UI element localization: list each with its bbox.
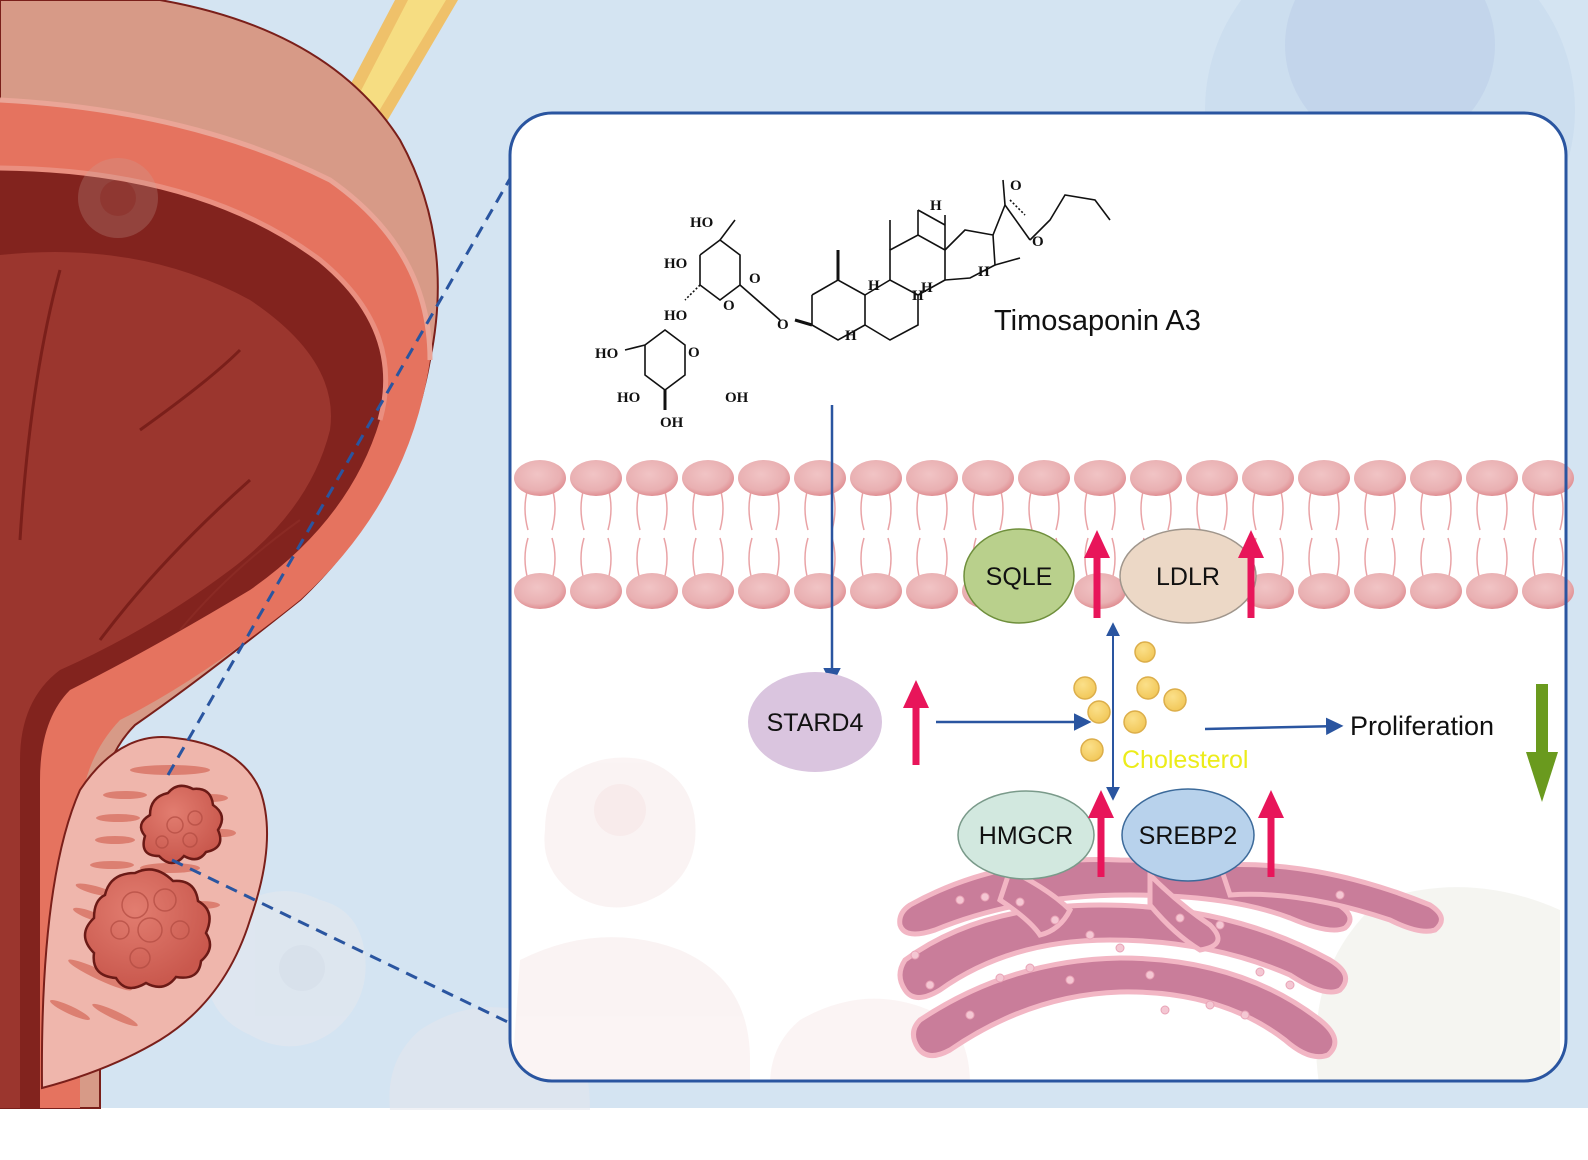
protein-label: SQLE bbox=[986, 563, 1053, 591]
hydrogen-label: H bbox=[921, 280, 933, 296]
oxygen-label: O bbox=[749, 271, 761, 287]
hydrogen-label: H bbox=[912, 288, 924, 304]
hydroxyl-label: OH bbox=[725, 390, 749, 406]
oxygen-label: O bbox=[1032, 234, 1044, 250]
phospholipid bbox=[1466, 460, 1518, 609]
hydroxyl-label: HO bbox=[690, 215, 713, 231]
structure-labels: HO HO HO O O HO O HO OH OH O O O H H H H… bbox=[595, 178, 1044, 431]
panel-border bbox=[508, 111, 1568, 1083]
upregulation-arrows bbox=[903, 530, 1284, 877]
protein-ldlr: LDLR bbox=[1119, 528, 1257, 624]
protein-label: SREBP2 bbox=[1139, 822, 1238, 850]
hydrogen-label: H bbox=[978, 264, 990, 280]
hydroxyl-label: HO bbox=[617, 390, 640, 406]
protein-label: LDLR bbox=[1156, 563, 1220, 591]
ribosomes bbox=[910, 890, 1345, 1020]
hydrogen-label: H bbox=[868, 278, 880, 294]
oxygen-label: O bbox=[1010, 178, 1022, 194]
protein-stard4: STARD4 bbox=[748, 672, 882, 772]
hydroxyl-label: OH bbox=[660, 415, 684, 431]
zoom-line-top bbox=[166, 134, 537, 776]
phospholipid bbox=[1522, 460, 1574, 609]
background-cell bbox=[510, 937, 750, 1081]
upregulation-arrow-ldlr bbox=[1238, 530, 1264, 618]
compound-name: Timosaponin A3 bbox=[994, 305, 1201, 337]
upregulation-arrow-srebp2 bbox=[1258, 790, 1284, 877]
hydrogen-label: H bbox=[930, 198, 942, 214]
phospholipid bbox=[626, 460, 678, 609]
bladder bbox=[0, 0, 439, 1109]
downregulation-arrow bbox=[1526, 684, 1558, 802]
protein-hmgcr: HMGCR bbox=[957, 790, 1095, 880]
background-cell bbox=[1316, 887, 1560, 1081]
outcome-label: Proliferation bbox=[1350, 711, 1494, 741]
oxygen-label: O bbox=[723, 298, 735, 314]
protein-sqle: SQLE bbox=[963, 528, 1075, 624]
phospholipid bbox=[570, 460, 622, 609]
phospholipid bbox=[682, 460, 734, 609]
cholesterol-label: Cholesterol bbox=[1122, 746, 1248, 774]
protein-srebp2: SREBP2 bbox=[1121, 788, 1255, 882]
arrow-cholesterol-to-proliferation bbox=[1204, 717, 1344, 736]
cholesterol-droplets bbox=[1073, 641, 1187, 762]
phospholipid bbox=[1298, 460, 1350, 609]
upregulation-arrow-stard4 bbox=[903, 680, 929, 765]
hydroxyl-label: HO bbox=[595, 346, 618, 362]
phospholipid bbox=[1410, 460, 1462, 609]
protein-label: STARD4 bbox=[767, 709, 864, 737]
hydroxyl-label: HO bbox=[664, 256, 687, 272]
protein-label: HMGCR bbox=[979, 822, 1073, 850]
phospholipid bbox=[850, 460, 902, 609]
timosaponin-a3-structure bbox=[624, 179, 1111, 410]
background-cell bbox=[544, 757, 696, 908]
oxygen-label: O bbox=[777, 317, 789, 333]
phospholipid bbox=[1354, 460, 1406, 609]
urethra-tube bbox=[338, 0, 458, 128]
tumor-small bbox=[139, 784, 224, 865]
upregulation-arrow-sqle bbox=[1084, 530, 1110, 618]
phospholipid bbox=[514, 460, 566, 609]
hydroxyl-label: HO bbox=[664, 308, 687, 324]
phospholipid bbox=[906, 460, 958, 609]
tumor-large bbox=[83, 868, 212, 990]
upregulation-arrow-hmgcr bbox=[1088, 790, 1114, 877]
hydrogen-label: H bbox=[845, 328, 857, 344]
bottom-margin bbox=[0, 1108, 1588, 1155]
zoom-line-bottom bbox=[171, 858, 546, 1042]
phospholipid bbox=[738, 460, 790, 609]
oxygen-label: O bbox=[688, 345, 700, 361]
